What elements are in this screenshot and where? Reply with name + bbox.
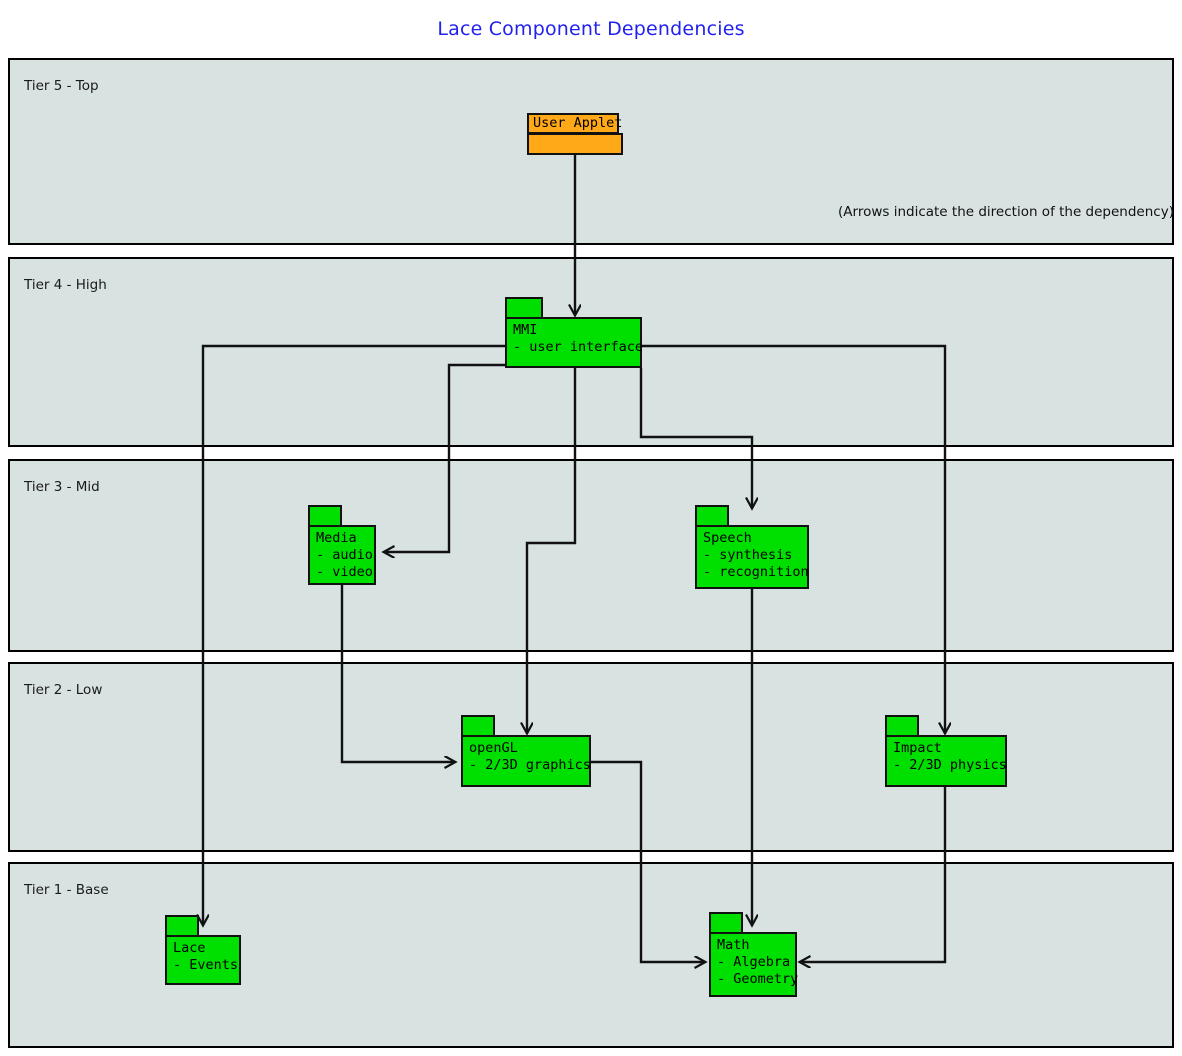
package-tab-speech [695, 505, 729, 527]
tier-label-base: Tier 1 - Base [24, 882, 109, 898]
package-tab-lace [165, 915, 199, 937]
package-mmi[interactable]: MMI - user interface [505, 297, 644, 368]
package-impact[interactable]: Impact - 2/3D physics [885, 715, 1007, 787]
package-detail-mmi-0: - user interface [513, 339, 644, 355]
package-tab-impact [885, 715, 919, 737]
package-user-applet[interactable]: User Applet [527, 113, 623, 155]
tier-band-mid: Tier 3 - Mid [8, 459, 1174, 652]
tier-label-top: Tier 5 - Top [24, 78, 99, 94]
package-name-impact: Impact [893, 740, 942, 756]
package-math[interactable]: Math - Algebra - Geometry [709, 912, 799, 997]
package-name-user-applet: User Applet [533, 115, 623, 131]
tier-label-low: Tier 2 - Low [24, 682, 103, 698]
package-body-opengl: openGL - 2/3D graphics [461, 735, 591, 787]
package-tab-user-applet: User Applet [527, 113, 623, 134]
tier-label-mid: Tier 3 - Mid [24, 479, 100, 495]
package-body-math: Math - Algebra - Geometry [709, 932, 799, 997]
package-tab-media [308, 505, 342, 527]
package-name-media: Media [316, 530, 357, 546]
package-lace[interactable]: Lace - Events [165, 915, 241, 985]
package-body-speech: Speech - synthesis - recognition [695, 525, 809, 589]
package-detail-impact-0: - 2/3D physics [893, 757, 1007, 773]
package-body-impact: Impact - 2/3D physics [885, 735, 1007, 787]
package-body-media: Media - audio - video [308, 525, 376, 585]
package-detail-math-1: - Geometry [717, 971, 799, 987]
page-title: Lace Component Dependencies [437, 18, 745, 40]
package-tab-opengl [461, 715, 495, 737]
arrow-direction-note: (Arrows indicate the direction of the de… [838, 204, 1174, 220]
package-name-opengl: openGL [469, 740, 518, 756]
package-detail-opengl-0: - 2/3D graphics [469, 757, 591, 773]
package-tab-mmi [505, 297, 543, 319]
tier-label-high: Tier 4 - High [24, 277, 107, 293]
package-body-mmi: MMI - user interface [505, 317, 644, 368]
package-detail-speech-0: - synthesis [703, 547, 793, 563]
package-speech[interactable]: Speech - synthesis - recognition [695, 505, 809, 589]
package-detail-media-0: - audio [316, 547, 373, 563]
package-detail-lace-0: - Events [173, 957, 239, 973]
package-name-math: Math [717, 937, 750, 953]
package-name-mmi: MMI [513, 322, 538, 338]
package-detail-math-0: - Algebra [717, 954, 791, 970]
package-body-user-applet [527, 133, 623, 155]
package-media[interactable]: Media - audio - video [308, 505, 376, 585]
package-tab-math [709, 912, 743, 934]
package-body-lace: Lace - Events [165, 935, 241, 985]
package-opengl[interactable]: openGL - 2/3D graphics [461, 715, 591, 787]
package-name-lace: Lace [173, 940, 206, 956]
package-detail-speech-1: - recognition [703, 564, 809, 580]
package-name-speech: Speech [703, 530, 752, 546]
package-detail-media-1: - video [316, 564, 373, 580]
